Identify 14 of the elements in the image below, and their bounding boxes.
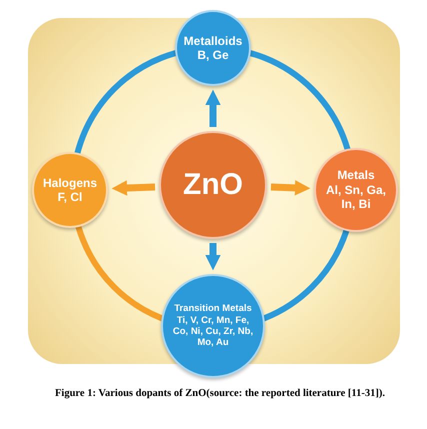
figure-caption: Figure 1: Various dopants of ZnO(source: the reported literature [11-31]). bbox=[54, 388, 386, 399]
node-heading: ZnO bbox=[183, 167, 243, 203]
arrow bbox=[270, 180, 310, 196]
element-list: F, Cl bbox=[58, 190, 82, 204]
element-list: Ti, V, Cr, Mn, Fe, Co, Ni, Cu, Zr, Nb, Mo, Au bbox=[169, 314, 257, 349]
node-heading: Halogens bbox=[42, 176, 97, 190]
node-heading: Metalloids bbox=[184, 34, 242, 48]
arrow bbox=[205, 90, 221, 127]
node-heading: Transition Metals bbox=[174, 303, 252, 315]
element-list: Al, Sn, Ga, In, Bi bbox=[322, 182, 390, 212]
node-heading: Metals bbox=[337, 168, 375, 183]
element-list: B, Ge bbox=[197, 48, 229, 62]
arrow bbox=[205, 243, 221, 270]
arrow bbox=[112, 180, 156, 196]
